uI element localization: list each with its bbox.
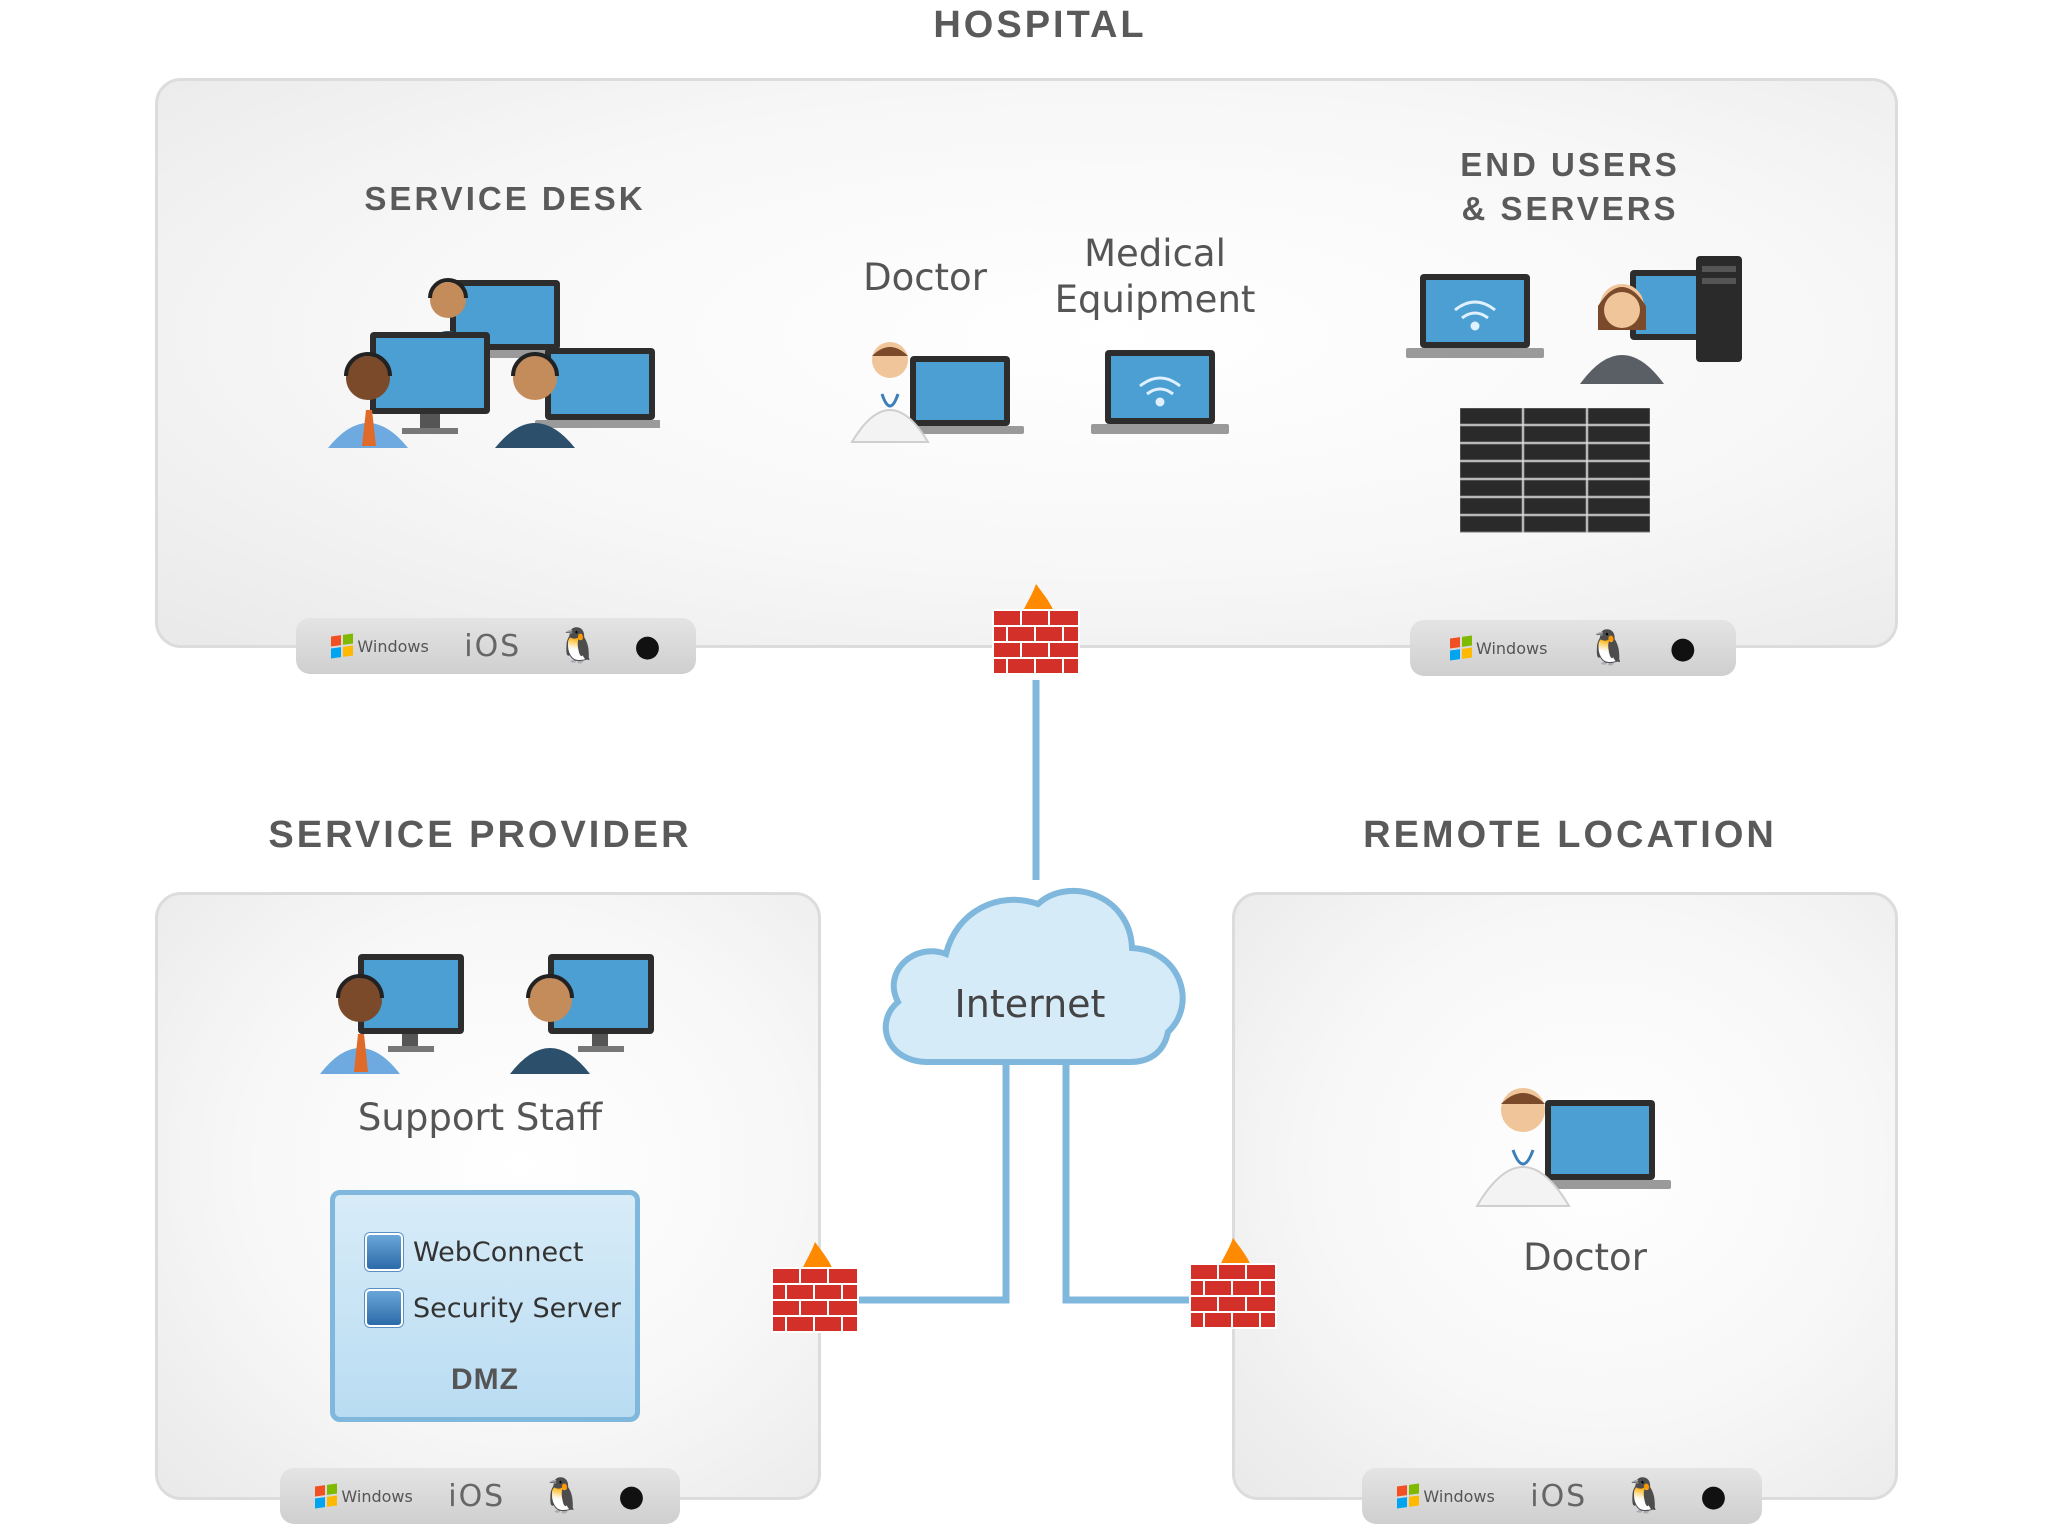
doctor-icon: [1475, 1088, 1571, 1207]
apple-icon: ●: [1700, 1478, 1727, 1514]
support-staff-label: Support Staff: [357, 1096, 603, 1139]
service-desk-title: SERVICE DESK: [364, 180, 646, 217]
doctor-label-remote: Doctor: [1523, 1236, 1647, 1279]
ios-icon: iOS: [1530, 1478, 1588, 1514]
link-cloud-to-remote-firewall: [1062, 1060, 1193, 1304]
remote-doctor-with-laptop-icon: [1475, 1088, 1671, 1207]
wifi-icon: [1454, 300, 1496, 331]
hospital-title: HOSPITAL: [933, 4, 1147, 46]
end-users-title-line2: & SERVERS: [1461, 190, 1679, 227]
firewall-icon: [771, 1242, 859, 1333]
security-server-icon: [365, 1289, 403, 1327]
laptop-icon: [1533, 1100, 1671, 1189]
end-users-os-bar: Windows 🐧 ●: [1410, 620, 1736, 676]
service-desk-group-icon: [328, 278, 660, 448]
windows-os: Windows: [315, 1483, 413, 1509]
doctor-icon: [850, 342, 930, 443]
windows-label: Windows: [357, 636, 429, 656]
windows-os: Windows: [1397, 1483, 1495, 1509]
medical-equipment-laptop-icon: [1091, 350, 1229, 434]
webconnect-icon: [365, 1233, 403, 1271]
linux-tux-icon: 🐧: [1622, 1476, 1665, 1516]
windows-icon: [1450, 635, 1472, 661]
ios-icon: iOS: [448, 1478, 506, 1514]
dmz-title: DMZ: [451, 1363, 519, 1396]
server-rack-icon: [1460, 408, 1650, 533]
windows-os: Windows: [1450, 635, 1548, 661]
end-user-laptop-icon: [1406, 274, 1544, 358]
apple-icon: ●: [618, 1478, 645, 1514]
user-woman-icon: [1580, 284, 1664, 384]
link-cloud-to-provider-firewall: [818, 1060, 1010, 1304]
internet-label: Internet: [954, 982, 1106, 1026]
apple-icon: ●: [634, 628, 661, 664]
firewall-icon: [1189, 1238, 1277, 1329]
doctor-label-hospital: Doctor: [863, 256, 987, 299]
webconnect-item: WebConnect: [365, 1233, 584, 1271]
windows-icon: [315, 1483, 338, 1509]
service-provider-os-bar: Windows iOS 🐧 ●: [280, 1468, 680, 1524]
doctor-with-laptop-icon: [850, 342, 1024, 443]
desktop-monitor-icon: [370, 332, 490, 434]
firewall-icon: [992, 584, 1080, 675]
medical-equipment-label-line2: Equipment: [1054, 278, 1256, 321]
computer-tower-icon: [1696, 256, 1742, 362]
remote-location-panel: [1232, 892, 1898, 1500]
headset-agent-icon: [510, 974, 590, 1074]
end-user-desktop-icon: [1580, 256, 1742, 384]
support-staff-agent-2-icon: [510, 954, 654, 1074]
support-staff-agent-1-icon: [320, 954, 464, 1074]
windows-label: Windows: [1476, 638, 1548, 658]
end-users-title-line1: END USERS: [1460, 146, 1680, 183]
windows-label: Windows: [1423, 1486, 1495, 1506]
webconnect-label: WebConnect: [413, 1236, 584, 1268]
windows-os: Windows: [331, 633, 429, 659]
medical-equipment-label-line1: Medical: [1084, 232, 1226, 275]
security-server-item: Security Server: [365, 1289, 621, 1327]
remote-location-title: REMOTE LOCATION: [1363, 814, 1777, 856]
headset-agent-icon: [495, 352, 575, 448]
security-server-label: Security Server: [413, 1292, 621, 1324]
windows-icon: [331, 633, 354, 659]
linux-tux-icon: 🐧: [556, 626, 599, 666]
desktop-monitor-icon: [548, 954, 654, 1052]
service-desk-os-bar: Windows iOS 🐧 ●: [296, 618, 696, 674]
linux-tux-icon: 🐧: [540, 1476, 583, 1516]
headset-agent-icon: [328, 352, 408, 448]
ios-icon: iOS: [464, 628, 522, 664]
laptop-icon: [900, 356, 1024, 434]
windows-icon: [1397, 1483, 1420, 1509]
service-provider-title: SERVICE PROVIDER: [268, 814, 692, 856]
headset-agent-icon: [320, 974, 400, 1074]
apple-icon: ●: [1669, 630, 1696, 666]
cloud-icon: [882, 887, 1186, 1065]
windows-label: Windows: [341, 1486, 413, 1506]
wifi-icon: [1139, 376, 1181, 407]
linux-tux-icon: 🐧: [1587, 628, 1630, 668]
remote-location-os-bar: Windows iOS 🐧 ●: [1362, 1468, 1762, 1524]
dmz-box: WebConnect Security Server DMZ: [330, 1190, 640, 1422]
laptop-icon: [535, 348, 660, 428]
